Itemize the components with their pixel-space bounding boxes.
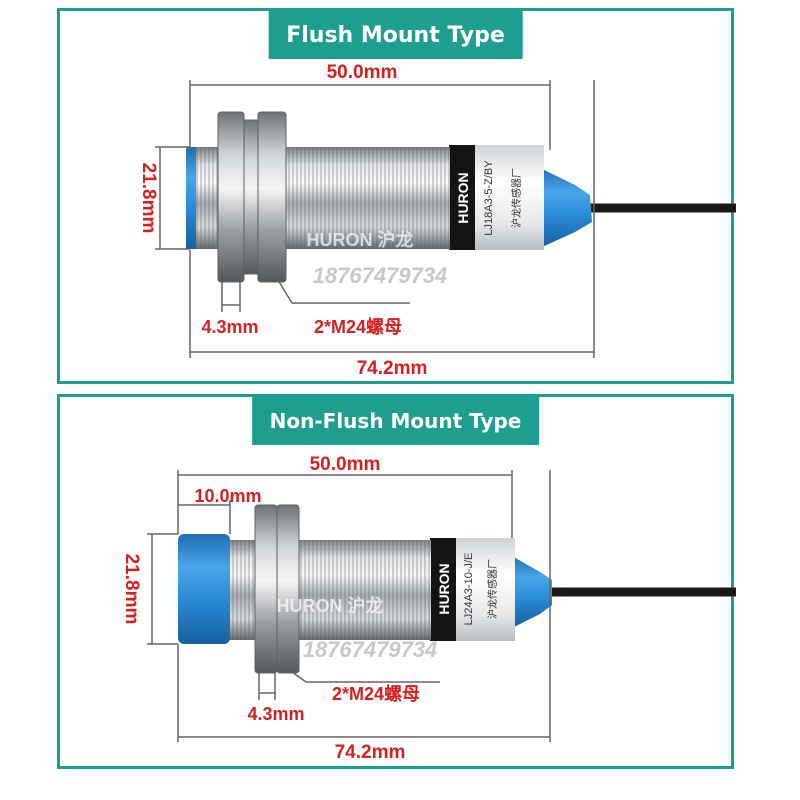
nonflush-dim-total-label: 74.2mm <box>335 742 406 763</box>
nonflush-label-sleeve <box>455 538 515 641</box>
flush-nut-2 <box>257 111 287 283</box>
flush-brand-band <box>449 145 475 250</box>
nonflush-watermark-brand: HURON 沪龙 <box>277 595 384 616</box>
flush-label-sleeve <box>474 145 544 250</box>
nonflush-watermark-phone: 18767479734 <box>303 637 438 662</box>
flush-sensor-illustration: HURON LJ18A3-5-Z/BY 沪龙传感器厂 HURON 沪龙 1876… <box>186 111 736 288</box>
nonflush-maker-text: 沪龙传感器厂 <box>486 559 499 619</box>
flush-model-text: LJ18A3-5-Z/BY <box>483 160 495 236</box>
flush-dim-nut-label: 4.3mm <box>201 317 258 337</box>
flush-strain-relief <box>540 168 592 248</box>
nonflush-dim-head-label: 10.0mm <box>194 486 261 506</box>
nonflush-brand-text: HURON <box>436 563 452 614</box>
nonflush-model-text: LJ24A3-10-J/E <box>463 553 475 626</box>
flush-dimensions: 50.0mm 21.8mm 4.3mm 2*M24螺母 74.2mm <box>138 62 595 379</box>
nonflush-dim-height-label: 21.8mm <box>121 554 142 625</box>
nonflush-dim-top-label: 50.0mm <box>310 454 381 475</box>
nonflush-nut-2 <box>276 504 300 674</box>
flush-dim-top-label: 50.0mm <box>327 62 398 83</box>
nonflush-sensor-illustration: HURON LJ24A3-10-J/E 沪龙传感器厂 HURON 沪龙 1876… <box>178 504 736 674</box>
flush-watermark-brand: HURON 沪龙 <box>307 229 414 250</box>
flush-nut-1 <box>217 111 245 283</box>
flush-sensing-face <box>186 147 196 249</box>
flush-brand-text: HURON <box>455 172 471 223</box>
flush-mount-title: Flush Mount Type <box>268 11 523 59</box>
flush-washer <box>243 119 259 275</box>
nonflush-dim-nut-label: 4.3mm <box>247 704 304 724</box>
flush-dim-height-label: 21.8mm <box>138 163 159 234</box>
flush-dim-total-label: 74.2mm <box>357 358 428 379</box>
flush-maker-text: 沪龙传感器厂 <box>510 168 523 228</box>
flush-nut-callout: 2*M24螺母 <box>314 317 402 337</box>
nonflush-nut-1 <box>254 504 278 674</box>
nonflush-sensing-head <box>178 534 230 644</box>
nonflush-strain-relief <box>512 556 552 628</box>
nonflush-brand-band <box>430 538 456 641</box>
nonflush-dimensions: 50.0mm 10.0mm 21.8mm 4.3mm 2*M24螺母 74.2m… <box>121 454 551 763</box>
nonflush-nut-callout: 2*M24螺母 <box>332 684 420 704</box>
nonflush-mount-title: Non-Flush Mount Type <box>251 397 540 445</box>
flush-watermark-phone: 18767479734 <box>313 263 448 288</box>
